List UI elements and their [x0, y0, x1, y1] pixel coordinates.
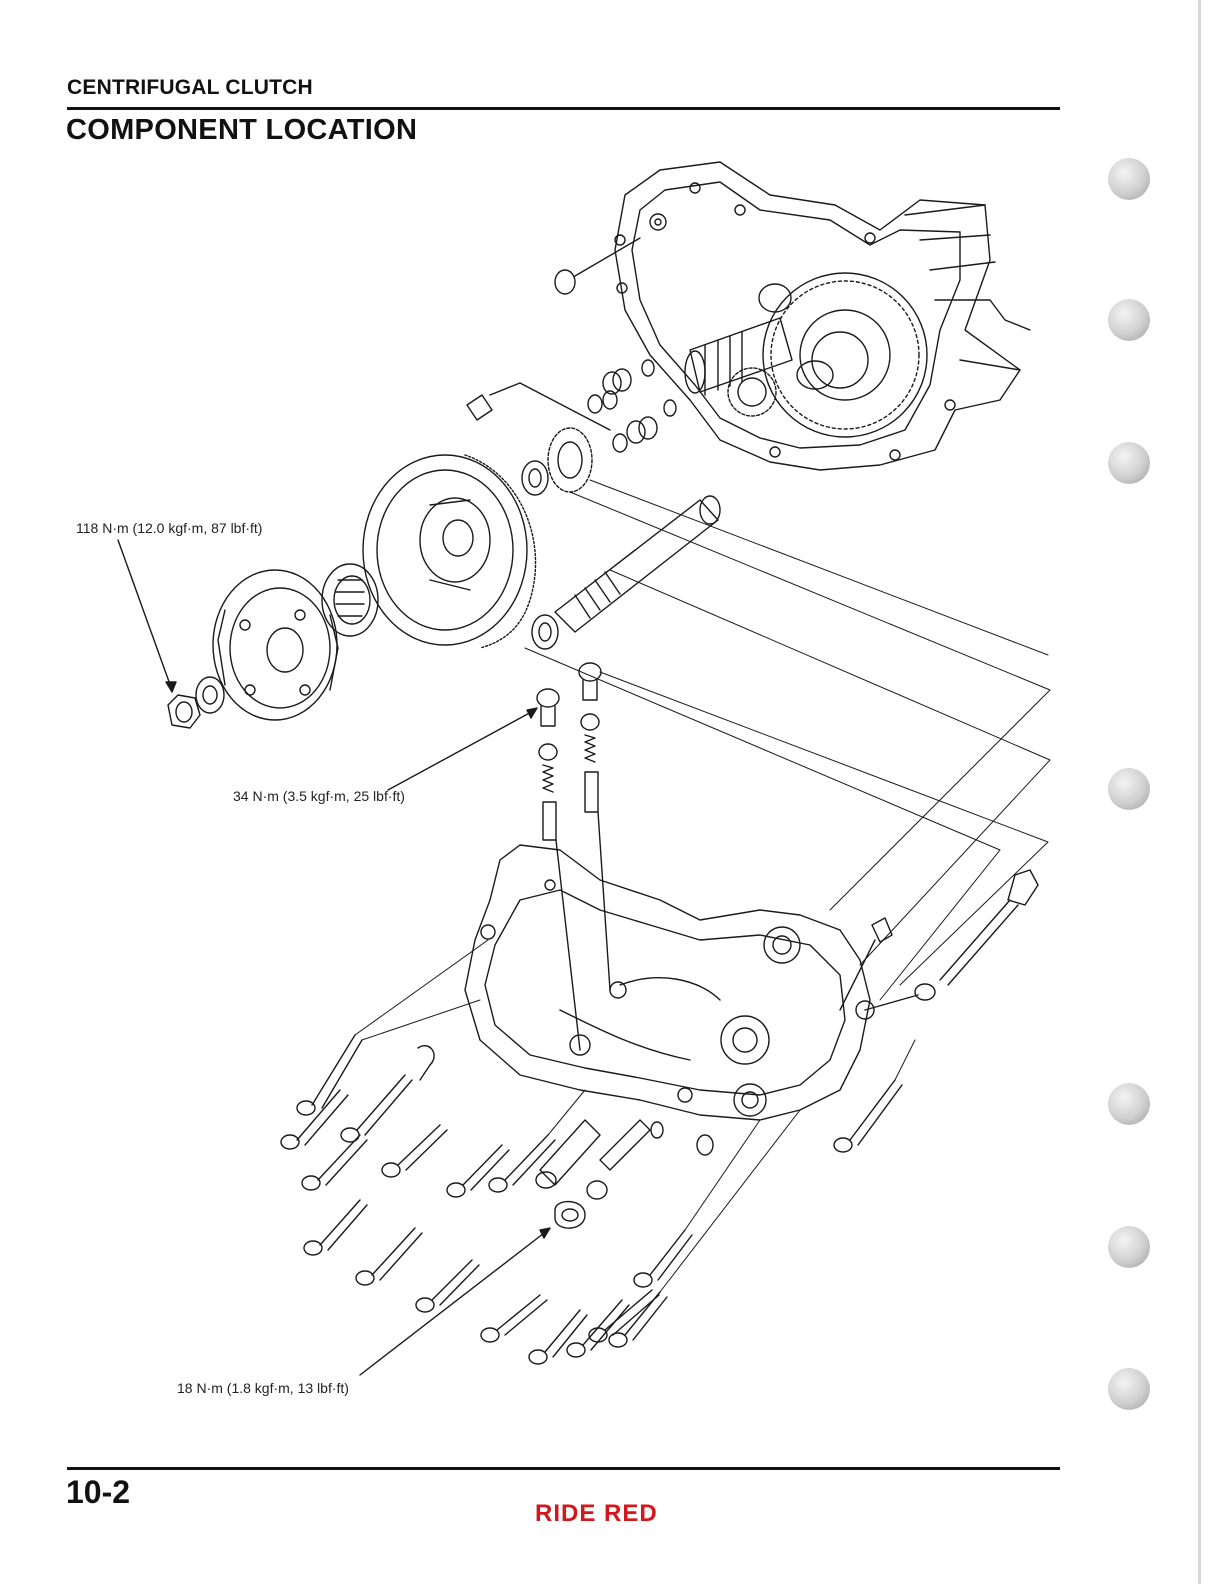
clutch-nut-and-washer: [168, 677, 224, 728]
page-number: 10-2: [66, 1474, 130, 1511]
footer-rule: [67, 1467, 1060, 1470]
brand-logo: RIDE RED: [535, 1500, 658, 1528]
dipstick-illustration: [840, 870, 1038, 1010]
torque-118-leader: [118, 540, 176, 692]
centrifugal-clutch-assembly: [213, 570, 338, 720]
bolt-alignment-lines: [355, 940, 915, 1292]
section-tab-marker: [1108, 1368, 1150, 1410]
section-tab-marker: [1108, 1083, 1150, 1125]
section-tab-marker: [1108, 299, 1150, 341]
torque-callout-filter-cap: 18 N·m (1.8 kgf·m, 13 lbf·ft): [177, 1380, 349, 1396]
crankcase-illustration: [615, 162, 1030, 470]
reduction-gear: [522, 428, 592, 495]
torque-callout-clutch-nut: 118 N·m (12.0 kgf·m, 87 lbf·ft): [76, 520, 262, 536]
section-tab-marker: [1108, 768, 1150, 810]
flange-bolts: [281, 1035, 902, 1364]
torque-callout-relief-bolt: 34 N·m (3.5 kgf·m, 25 lbf·ft): [233, 788, 405, 804]
one-way-clutch: [322, 564, 378, 636]
section-tab-marker: [1108, 1226, 1150, 1268]
starter-driven-gear: [363, 455, 536, 648]
crankcase-cover-illustration: [465, 845, 874, 1120]
relief-valve-parts: [537, 663, 610, 1050]
oil-filter-cap-parts: [418, 1046, 713, 1228]
alignment-lines: [525, 480, 1050, 1000]
section-tab-marker: [1108, 442, 1150, 484]
torque-34-leader: [388, 708, 537, 790]
section-tab-marker: [1108, 158, 1150, 200]
torque-18-leader: [360, 1228, 550, 1375]
